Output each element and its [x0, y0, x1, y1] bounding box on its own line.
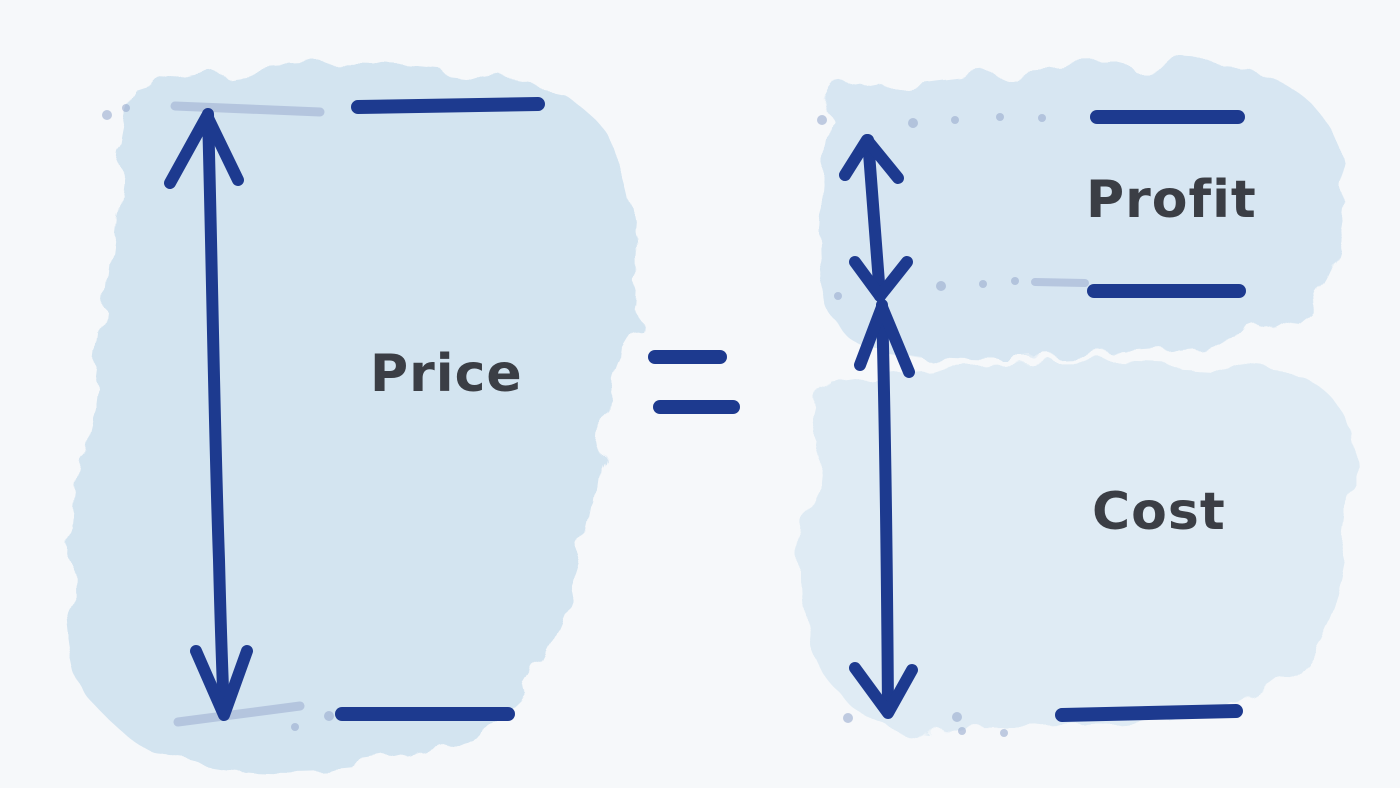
profit-double-arrow: [839, 134, 913, 302]
profit-label: Profit: [1086, 170, 1257, 230]
faint-guide-strokes: [170, 101, 1089, 727]
price-double-arrow: [164, 108, 253, 721]
faint-guide-dots: [102, 104, 1046, 737]
equals-sign: [648, 350, 740, 414]
profit-watercolor-wash: [813, 62, 1348, 360]
cost-watercolor-wash: [805, 362, 1355, 730]
price-top-level-line: [351, 97, 545, 114]
cost-label: Cost: [1092, 482, 1226, 542]
cost-bottom-level-line: [1055, 704, 1243, 722]
price-watercolor-wash: [69, 66, 644, 771]
price-label: Price: [370, 344, 523, 404]
cost-double-arrow: [849, 299, 918, 719]
